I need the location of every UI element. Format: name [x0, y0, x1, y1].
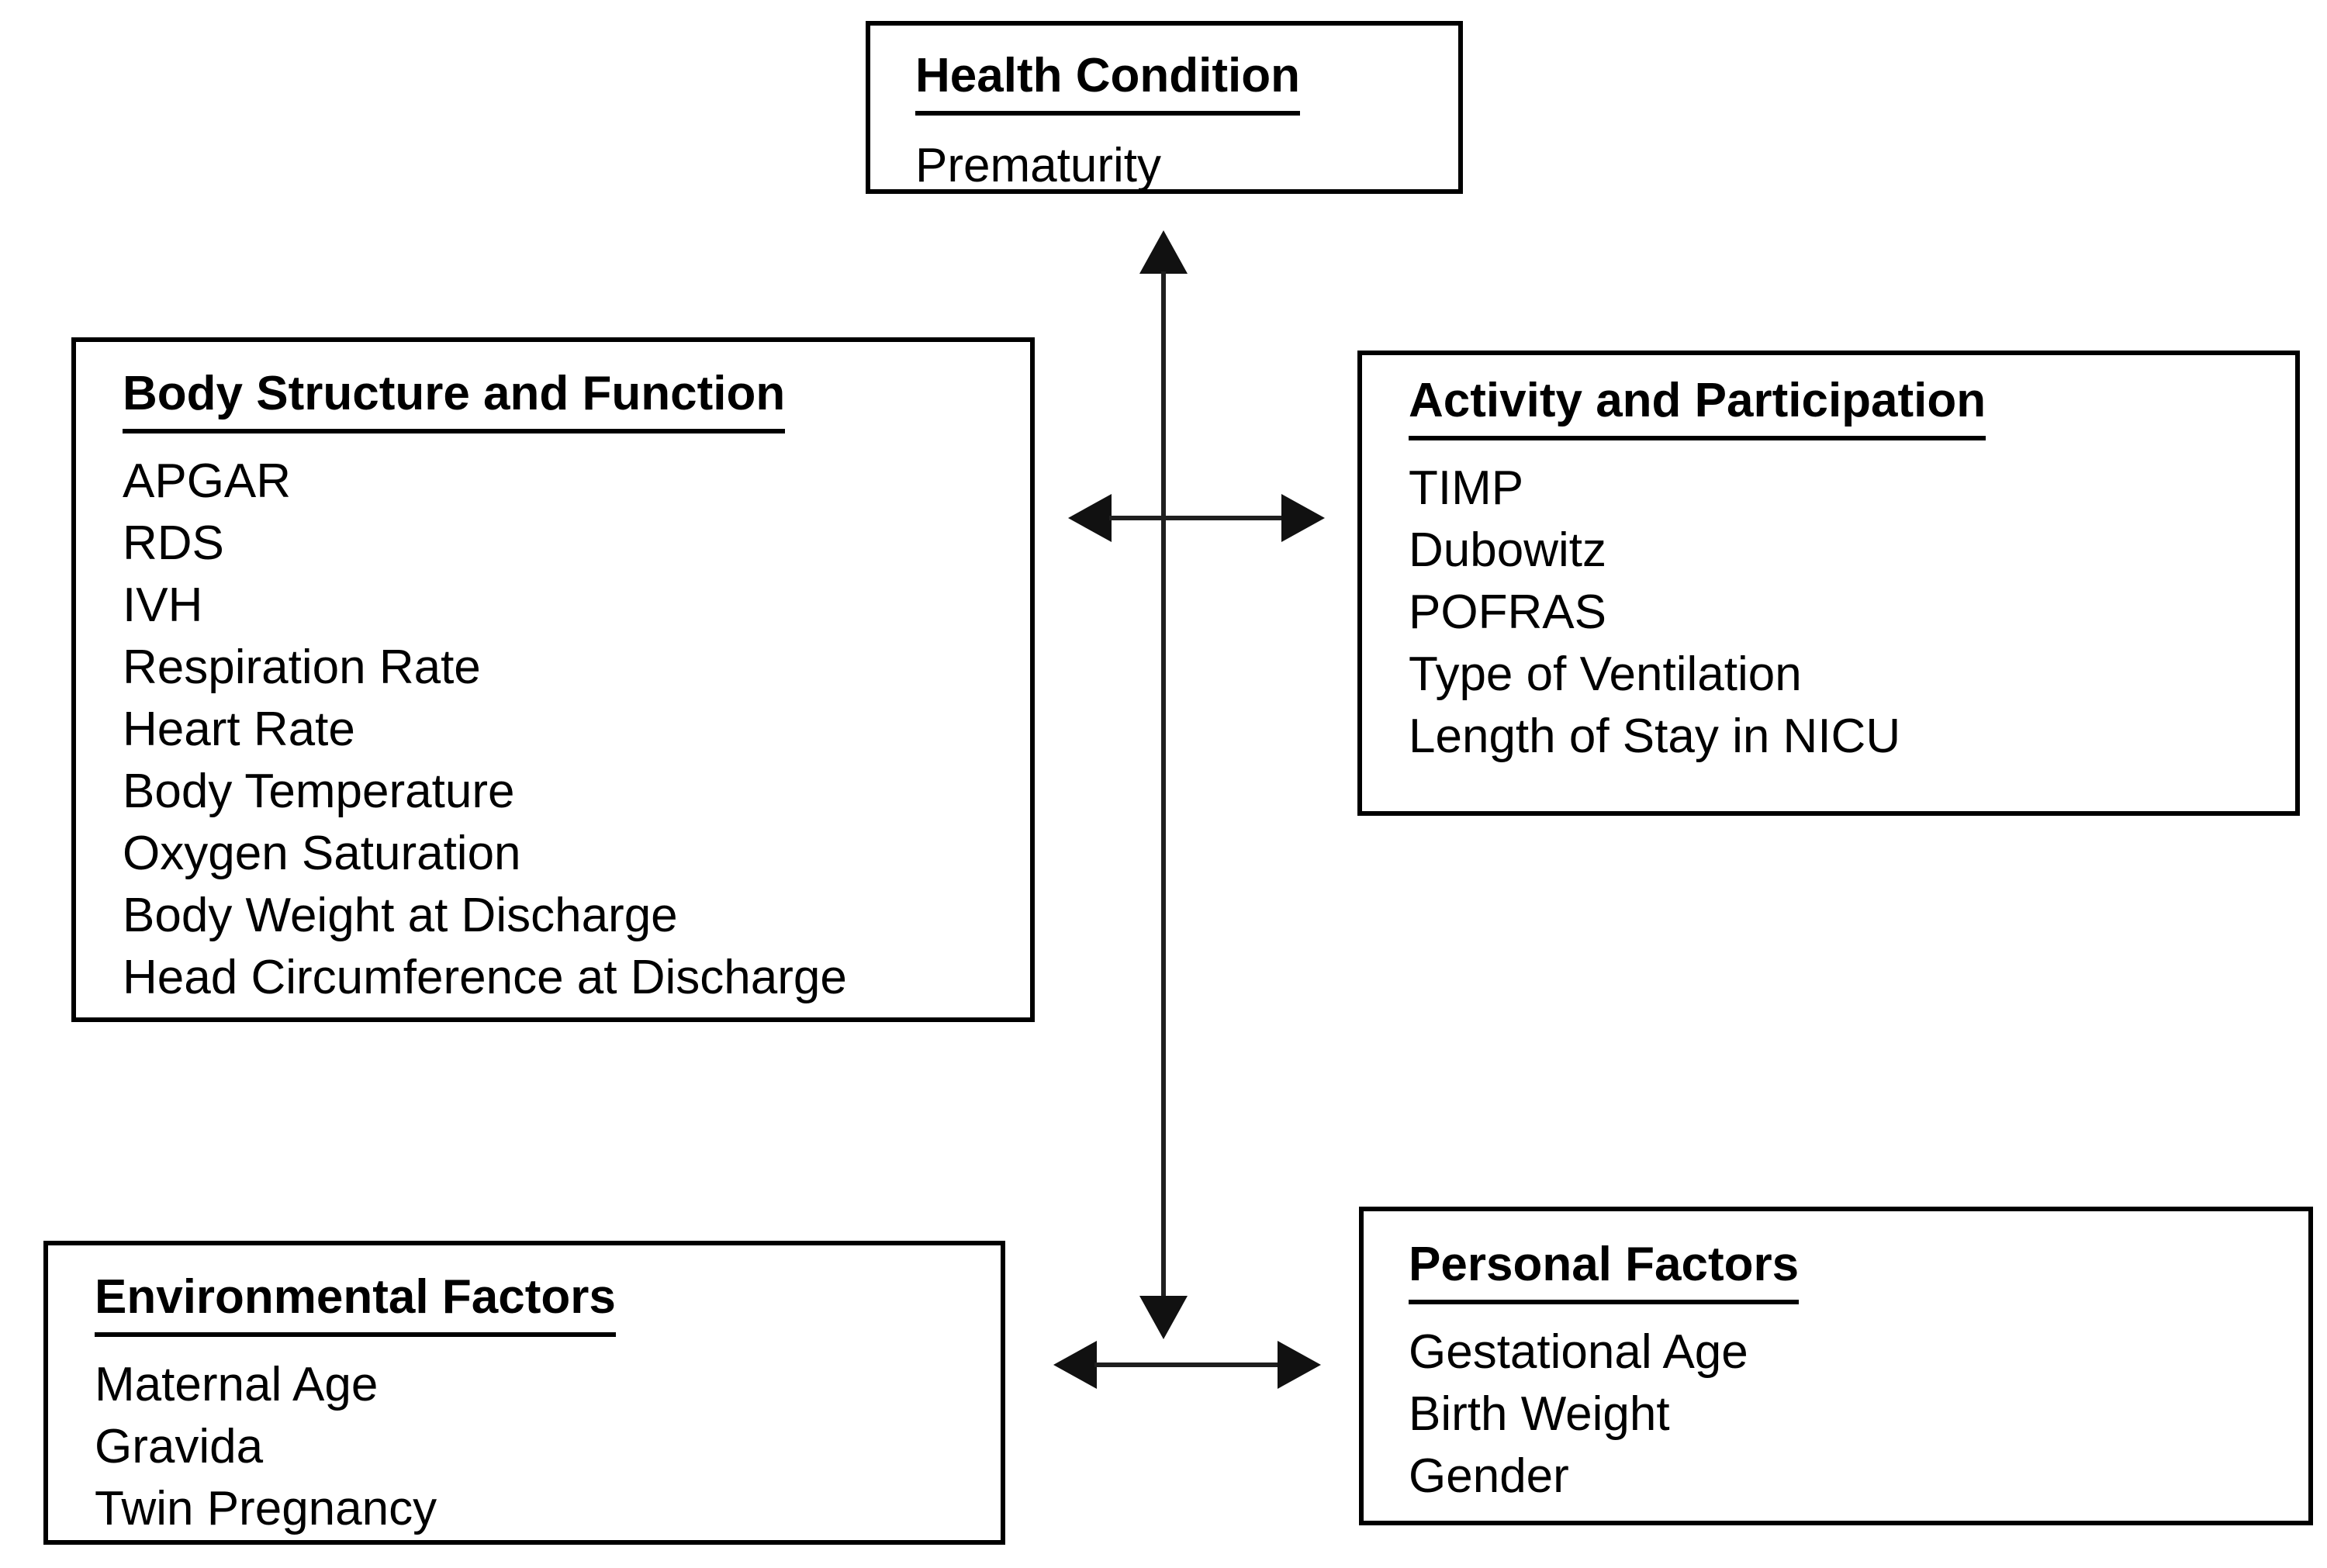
box-title-row: Activity and Participation	[1409, 372, 2295, 442]
arrowhead-left-icon	[1053, 1341, 1097, 1389]
box-item: APGAR	[123, 454, 292, 508]
horizontal-double-arrow-top	[1068, 494, 1325, 542]
arrowhead-right-icon	[1281, 494, 1325, 542]
box-item: Oxygen Saturation	[123, 827, 521, 880]
box-item: RDS	[123, 516, 224, 570]
box-title-row: Health Condition	[915, 47, 1458, 117]
box-item: Twin Pregnancy	[95, 1482, 437, 1535]
box-item: Gestational Age	[1409, 1325, 1748, 1379]
box-title-row: Environmental Factors	[95, 1269, 1001, 1338]
horizontal-double-arrow-bottom	[1053, 1341, 1321, 1389]
activity-and-participation-title: Activity and Participation	[1409, 372, 1986, 440]
box-item: Prematurity	[915, 139, 1161, 192]
body-structure-and-function-box: Body Structure and Function APGAR RDS IVH R…	[71, 337, 1035, 1022]
arrowhead-up-icon	[1139, 230, 1188, 274]
box-item: Body Temperature	[123, 765, 515, 818]
box-item: Gender	[1409, 1449, 1569, 1503]
health-condition-box: Health Condition Prematurity	[866, 21, 1463, 194]
health-condition-title: Health Condition	[915, 47, 1300, 116]
box-item: IVH	[123, 579, 203, 632]
arrowhead-right-icon	[1278, 1341, 1321, 1389]
box-item: Gravida	[95, 1420, 264, 1473]
arrowhead-down-icon	[1139, 1296, 1188, 1339]
health-condition-items: Prematurity	[915, 133, 1458, 199]
box-item: Respiration Rate	[123, 641, 481, 694]
box-item: Body Weight at Discharge	[123, 889, 678, 942]
box-item: Head Circumference at Discharge	[123, 951, 847, 1004]
box-item: Length of Stay in NICU	[1409, 710, 1901, 763]
box-item: POFRAS	[1409, 585, 1606, 639]
environmental-factors-title: Environmental Factors	[95, 1269, 616, 1337]
box-item: Heart Rate	[123, 703, 355, 756]
box-title-row: Personal Factors	[1409, 1236, 2308, 1306]
box-item: Maternal Age	[95, 1358, 379, 1411]
box-item: TIMP	[1409, 461, 1524, 515]
personal-factors-title: Personal Factors	[1409, 1236, 1800, 1304]
arrowhead-left-icon	[1068, 494, 1112, 542]
box-title-row: Body Structure and Function	[123, 365, 1030, 435]
box-item: Birth Weight	[1409, 1387, 1670, 1441]
box-item: Dubowitz	[1409, 523, 1606, 577]
vertical-double-arrow	[1139, 230, 1188, 1339]
box-item: Type of Ventilation	[1409, 648, 1802, 701]
body-structure-and-function-title: Body Structure and Function	[123, 365, 786, 433]
